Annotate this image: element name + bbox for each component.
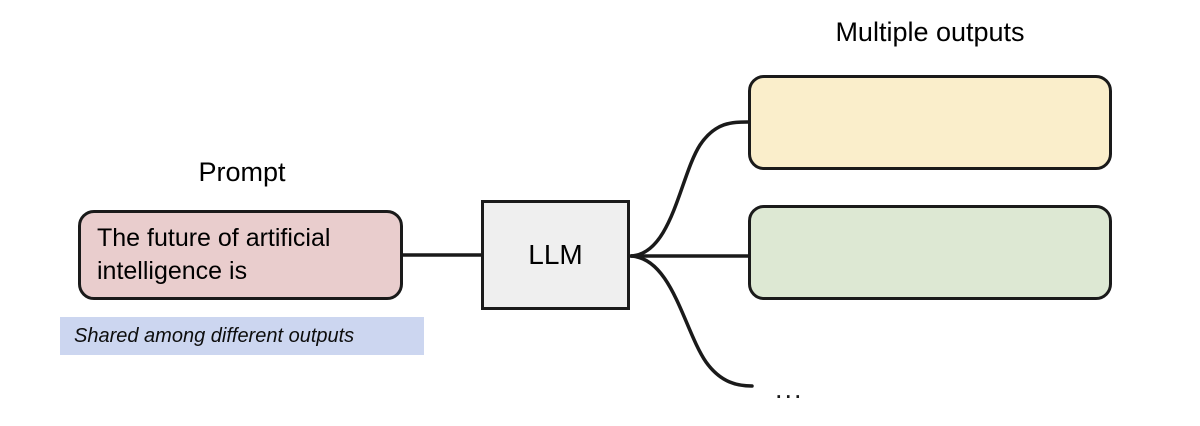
connector-llm-to-ellipsis: [629, 254, 754, 388]
output-box-1[interactable]: [748, 75, 1112, 170]
prompt-box-text: The future of artificial intelligence is: [97, 224, 331, 285]
llm-box-label: LLM: [528, 238, 583, 270]
shared-note-banner: Shared among different outputs: [60, 317, 424, 355]
shared-note-text: Shared among different outputs: [74, 324, 355, 347]
prompt-box[interactable]: The future of artificial intelligence is: [78, 210, 403, 300]
llm-box[interactable]: LLM: [481, 200, 630, 310]
multiple-outputs-label: Multiple outputs: [835, 17, 1025, 47]
connector-llm-to-output-1: [629, 120, 752, 258]
output-box-2[interactable]: [748, 205, 1112, 300]
prompt-label: Prompt: [198, 157, 286, 187]
ellipsis-label: ...: [775, 374, 804, 404]
